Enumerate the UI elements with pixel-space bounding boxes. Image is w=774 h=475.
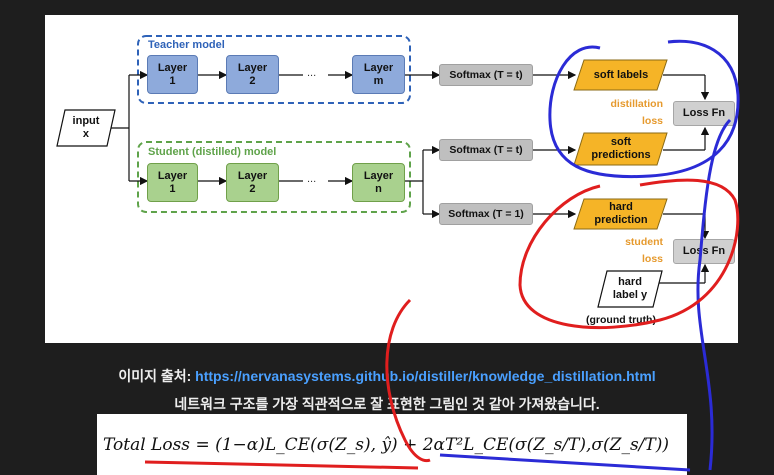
source-prefix: 이미지 출처: xyxy=(118,368,196,384)
image-source-caption: 이미지 출처: https://nervanasystems.github.io… xyxy=(0,366,774,386)
softmax-student-hard: Softmax (T = 1) xyxy=(439,203,533,225)
total-loss-formula: Total Loss = (1−α)L_CE(σ(Z_s), ŷ) + 2αT²… xyxy=(103,434,669,455)
input-label: input x xyxy=(72,115,100,140)
hard-label-text: hard label y xyxy=(612,276,648,301)
student-group-border xyxy=(137,141,411,213)
teacher-layer-2: Layer 2 xyxy=(226,55,279,94)
teacher-group-border xyxy=(137,35,411,104)
hard-prediction-text: hard prediction xyxy=(594,201,648,226)
soft-predictions-text: soft predictions xyxy=(591,136,651,161)
softmax-student-soft: Softmax (T = t) xyxy=(439,139,533,161)
distillation-diagram: Teacher model Student (distilled) model … xyxy=(45,15,738,343)
source-url-link[interactable]: https://nervanasystems.github.io/distill… xyxy=(195,368,656,384)
softmax-teacher: Softmax (T = t) xyxy=(439,64,533,86)
teacher-model-label: Teacher model xyxy=(148,39,225,51)
student-ellipsis: ... xyxy=(307,173,317,185)
loss-fn-student: Loss Fn xyxy=(673,239,735,264)
ground-truth-text: (ground truth) xyxy=(586,313,656,326)
input-shape xyxy=(56,109,116,147)
formula-box: Total Loss = (1−α)L_CE(σ(Z_s), ŷ) + 2αT²… xyxy=(97,414,687,475)
teacher-ellipsis: ... xyxy=(307,67,317,79)
caption-note: 네트워크 구조를 가장 직관적으로 잘 표현한 그림인 것 같아 가져왔습니다. xyxy=(174,396,600,412)
loss-fn-distillation: Loss Fn xyxy=(673,101,735,126)
student-layer-n: Layer n xyxy=(352,163,405,202)
student-loss-label: student loss xyxy=(625,236,663,265)
student-layer-2: Layer 2 xyxy=(226,163,279,202)
distillation-loss-label: distillation loss xyxy=(610,98,664,127)
soft-labels-text: soft labels xyxy=(593,68,649,81)
student-layer-1: Layer 1 xyxy=(147,163,198,202)
teacher-layer-m: Layer m xyxy=(352,55,405,94)
student-model-label: Student (distilled) model xyxy=(148,146,277,158)
teacher-layer-1: Layer 1 xyxy=(147,55,198,94)
